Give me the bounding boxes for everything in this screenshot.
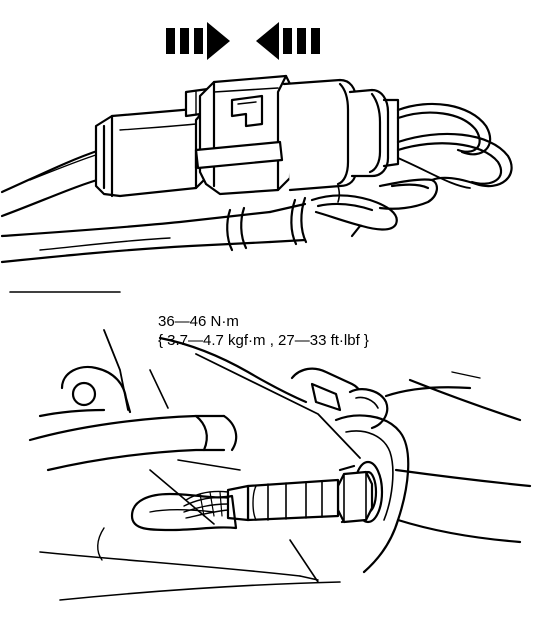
connector-wires [398, 104, 512, 188]
sensor-hex-nut [338, 472, 372, 522]
sensor-socket-tool [132, 494, 236, 530]
exhaust-pipe [30, 330, 306, 470]
torque-leader-line [196, 354, 360, 458]
oxygen-sensor [184, 472, 372, 522]
push-arrow-right-icon [166, 22, 230, 60]
converter-housing [292, 369, 530, 572]
mounting-eyelet [40, 367, 130, 416]
connector-rear-boot [284, 80, 398, 190]
sensor-installation-illustration [30, 330, 530, 600]
torque-specification-label: 36—46 N·m { 3.7—4.7 kgf·m , 27—33 ft·lbf… [158, 312, 369, 350]
connector-illustration [2, 22, 512, 292]
connector-right-housing [196, 76, 292, 194]
push-arrow-left-icon [256, 22, 320, 60]
wire-harness-cable [2, 150, 306, 292]
torque-spec-line-alternate: { 3.7—4.7 kgf·m , 27—33 ft·lbf } [158, 332, 369, 349]
torque-spec-line-metric: 36—46 N·m [158, 313, 239, 330]
harness-clip [312, 179, 437, 236]
engine-background [40, 470, 340, 600]
